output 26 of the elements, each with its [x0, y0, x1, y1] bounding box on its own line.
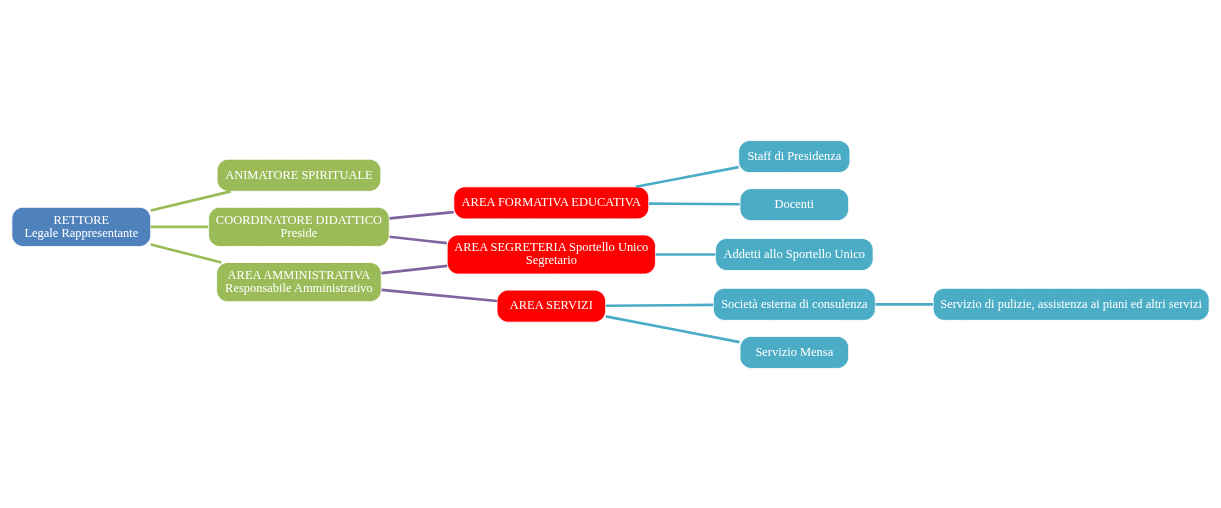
node-box: Staff di Presidenza [738, 139, 851, 173]
node-box: COORDINATORE DIDATTICO Preside [208, 206, 390, 247]
connector [150, 242, 222, 264]
connector [150, 225, 209, 228]
connector [150, 189, 232, 212]
node-box: Addetti allo Sportello Unico [715, 237, 874, 271]
node-box: Docenti [739, 187, 850, 221]
connector [389, 234, 447, 244]
node-box: Servizio Mensa [739, 335, 850, 369]
node-box: Servizio di pulizie, assistenza ai piani ed altri servizi [932, 287, 1210, 321]
node-box: AREA SEGRETERIA Sportello Unico Segretario [446, 233, 656, 275]
node-box: RETTORE Legale Rappresentante [11, 206, 152, 247]
connector [648, 201, 740, 206]
connector [605, 303, 714, 307]
connector [635, 165, 739, 188]
connector [875, 302, 933, 306]
node-box: AREA SERVIZI [496, 289, 607, 323]
node-box: Società esterna di consulenza [712, 287, 876, 321]
node-box: ANIMATORE SPIRITUALE [216, 158, 382, 192]
connector [605, 314, 740, 343]
connector [655, 252, 716, 256]
node-box: AREA AMMINISTRATIVA Responsabile Amministrativo [216, 261, 382, 302]
connector [381, 264, 448, 274]
connector [381, 288, 497, 302]
node-box: AREA FORMATIVA EDUCATIVA [453, 185, 650, 219]
connector [389, 210, 454, 220]
